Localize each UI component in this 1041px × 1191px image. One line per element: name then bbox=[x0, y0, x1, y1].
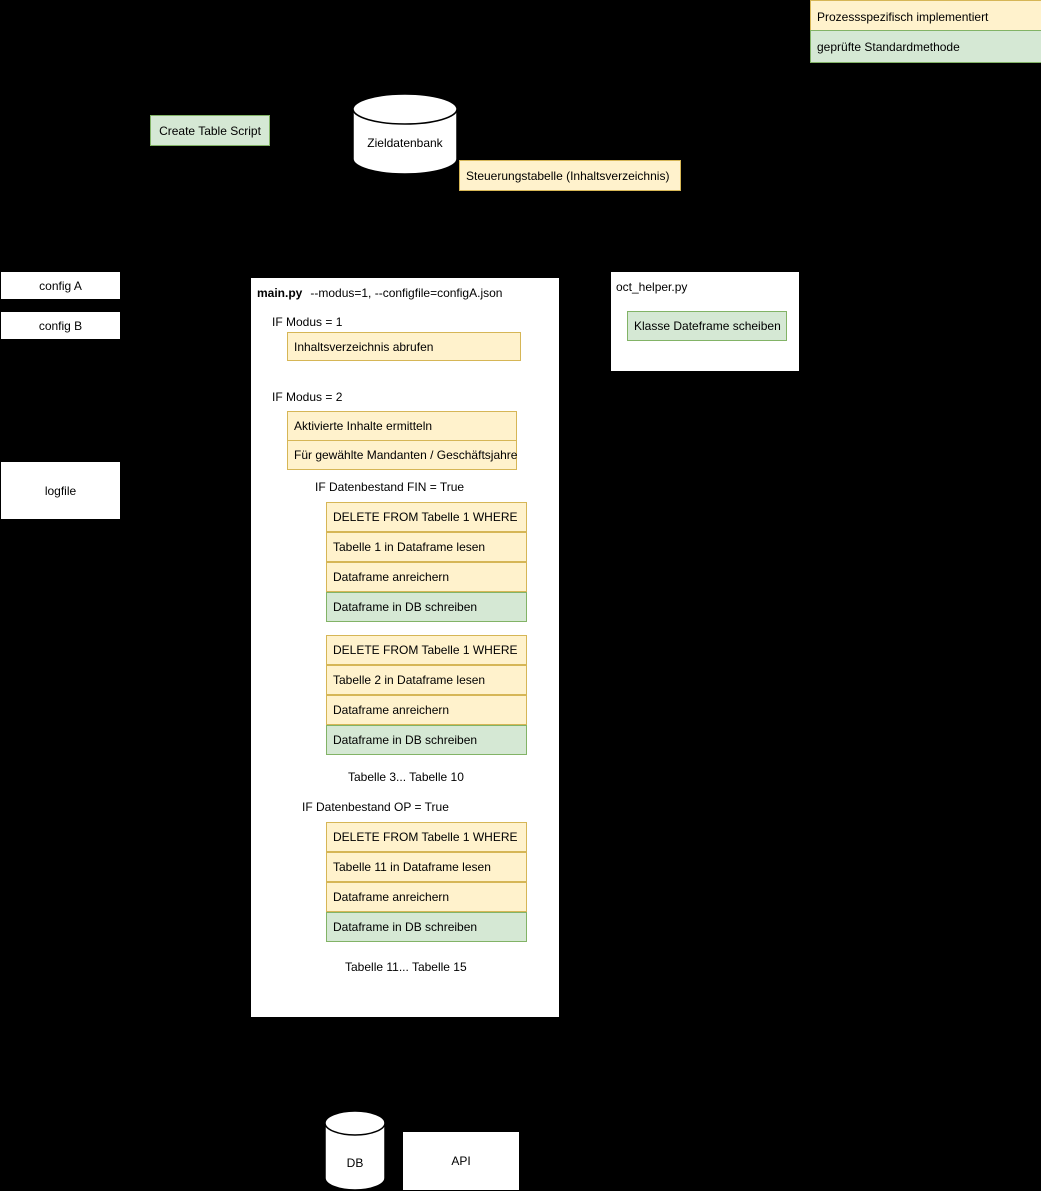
config-a-node[interactable]: config A bbox=[0, 271, 121, 300]
step-label: Dataframe anreichern bbox=[333, 890, 450, 904]
legend-item-standardmethode: geprüfte Standardmethode bbox=[810, 30, 1041, 63]
fin-block2-row-read[interactable]: Tabelle 2 in Dataframe lesen bbox=[326, 665, 527, 695]
zieldatenbank-cylinder[interactable]: Zieldatenbank bbox=[352, 93, 458, 175]
create-table-script-node[interactable]: Create Table Script bbox=[150, 115, 270, 146]
config-b-node[interactable]: config B bbox=[0, 311, 121, 340]
step-label: Klasse Dateframe scheiben bbox=[634, 319, 781, 333]
logfile-node[interactable]: logfile bbox=[0, 461, 121, 520]
config-a-label: config A bbox=[39, 278, 82, 293]
main-py-args: --modus=1, --configfile=configA.json bbox=[310, 286, 503, 300]
step-label: Dataframe in DB schreiben bbox=[333, 733, 478, 747]
oct-helper-title: oct_helper.py bbox=[616, 280, 687, 294]
legend-item-prozessspezifisch: Prozessspezifisch implementiert bbox=[810, 0, 1041, 33]
op-ellipsis-label: Tabelle 11... Tabelle 15 bbox=[345, 960, 467, 974]
modus2-step-gewaehlte-mandanten[interactable]: Für gewählte Mandanten / Geschäftsjahre bbox=[287, 440, 517, 470]
oct-helper-filename: oct_helper.py bbox=[616, 280, 688, 294]
oct-helper-frame: oct_helper.py Klasse Dateframe scheiben bbox=[610, 271, 800, 372]
step-label: Für gewählte Mandanten / Geschäftsjahre bbox=[294, 448, 518, 462]
step-label: DELETE FROM Tabelle 1 WHERE bbox=[333, 643, 518, 657]
main-py-title: main.py --modus=1, --configfile=configA.j… bbox=[257, 286, 502, 300]
step-label: Dataframe anreichern bbox=[333, 703, 450, 717]
fin-block2-row-write[interactable]: Dataframe in DB schreiben bbox=[326, 725, 527, 755]
config-b-label: config B bbox=[38, 318, 83, 333]
zieldatenbank-label: Zieldatenbank bbox=[367, 136, 443, 150]
logfile-label: logfile bbox=[44, 483, 77, 498]
modus1-step-inhaltsverzeichnis-abrufen[interactable]: Inhaltsverzeichnis abrufen bbox=[287, 332, 521, 361]
fin-block1-row-read[interactable]: Tabelle 1 in Dataframe lesen bbox=[326, 532, 527, 562]
oct-helper-step-klasse-dataframe[interactable]: Klasse Dateframe scheiben bbox=[627, 311, 787, 341]
legend-item-label: Prozessspezifisch implementiert bbox=[817, 9, 989, 24]
api-label: API bbox=[451, 1154, 471, 1168]
step-label: DELETE FROM Tabelle 1 WHERE bbox=[333, 510, 518, 524]
main-py-frame: main.py --modus=1, --configfile=configA.j… bbox=[250, 277, 560, 1018]
cylinder-shape bbox=[352, 93, 458, 175]
fin-ellipsis-label: Tabelle 3... Tabelle 10 bbox=[348, 770, 464, 784]
step-label: Dataframe anreichern bbox=[333, 570, 450, 584]
db-cylinder[interactable]: DB bbox=[324, 1110, 386, 1191]
step-label: Tabelle 1 in Dataframe lesen bbox=[333, 540, 486, 554]
steuerungstabelle-node[interactable]: Steuerungstabelle (Inhaltsverzeichnis) bbox=[459, 160, 681, 191]
fin-block1-row-write[interactable]: Dataframe in DB schreiben bbox=[326, 592, 527, 622]
step-label: Aktivierte Inhalte ermitteln bbox=[294, 419, 433, 433]
modus1-condition-label: IF Modus = 1 bbox=[272, 315, 343, 329]
fin-block1-row-enrich[interactable]: Dataframe anreichern bbox=[326, 562, 527, 592]
steuerungstabelle-label: Steuerungstabelle (Inhaltsverzeichnis) bbox=[466, 168, 670, 183]
op-block1-row-delete[interactable]: DELETE FROM Tabelle 1 WHERE bbox=[326, 822, 527, 852]
op-block1-row-read[interactable]: Tabelle 11 in Dataframe lesen bbox=[326, 852, 527, 882]
legend: Prozessspezifisch implementiert geprüfte… bbox=[810, 0, 1041, 63]
step-label: Dataframe in DB schreiben bbox=[333, 920, 478, 934]
step-label: Tabelle 2 in Dataframe lesen bbox=[333, 673, 486, 687]
fin-block2-row-enrich[interactable]: Dataframe anreichern bbox=[326, 695, 527, 725]
step-label: Dataframe in DB schreiben bbox=[333, 600, 478, 614]
create-table-script-label: Create Table Script bbox=[159, 123, 261, 138]
db-label: DB bbox=[346, 1156, 364, 1170]
op-block1-row-write[interactable]: Dataframe in DB schreiben bbox=[326, 912, 527, 942]
main-py-filename: main.py bbox=[257, 286, 303, 300]
op-block1-row-enrich[interactable]: Dataframe anreichern bbox=[326, 882, 527, 912]
cylinder-shape bbox=[324, 1110, 386, 1191]
fin-condition-label: IF Datenbestand FIN = True bbox=[315, 480, 465, 494]
fin-block2-row-delete[interactable]: DELETE FROM Tabelle 1 WHERE bbox=[326, 635, 527, 665]
modus2-step-aktivierte-inhalte[interactable]: Aktivierte Inhalte ermitteln bbox=[287, 411, 517, 441]
fin-block1-row-delete[interactable]: DELETE FROM Tabelle 1 WHERE bbox=[326, 502, 527, 532]
step-label: DELETE FROM Tabelle 1 WHERE bbox=[333, 830, 518, 844]
step-label: Inhaltsverzeichnis abrufen bbox=[294, 339, 434, 354]
modus2-condition-label: IF Modus = 2 bbox=[272, 390, 343, 404]
op-condition-label: IF Datenbestand OP = True bbox=[302, 800, 449, 814]
api-node[interactable]: API bbox=[402, 1131, 520, 1191]
step-label: Tabelle 11 in Dataframe lesen bbox=[333, 860, 491, 874]
legend-item-label: geprüfte Standardmethode bbox=[817, 39, 960, 54]
